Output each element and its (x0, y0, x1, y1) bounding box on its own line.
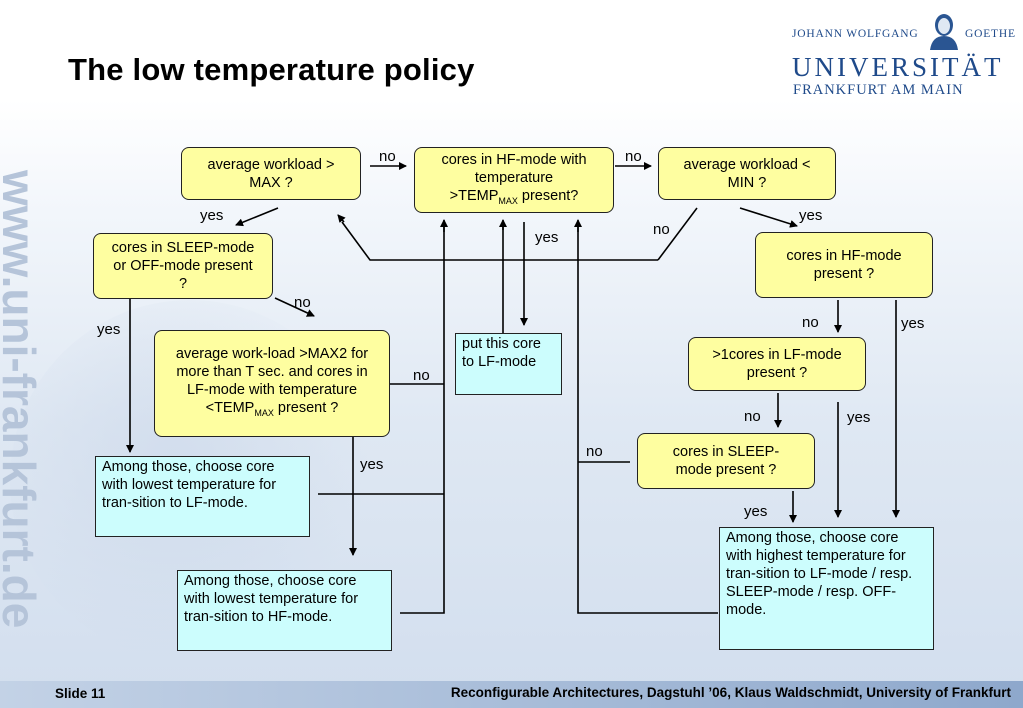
goethe-portrait-icon (930, 14, 958, 50)
edge-label-no: no (379, 148, 396, 165)
decision-avg-gt-max: average workload > MAX ? (181, 147, 361, 200)
decision-sleep-present: cores in SLEEP-mode present ? (637, 433, 815, 489)
decision-avg-max2-text: average work-load >MAX2 for more than T … (172, 345, 372, 422)
decision-sleep-present-text: cores in SLEEP-mode present ? (672, 444, 780, 478)
hf-temp-line2a: >TEMP (449, 187, 499, 204)
logo-line1-left: JOHANN WOLFGANG (792, 28, 919, 40)
decision-hf-present-text: cores in HF-mode present ? (786, 248, 902, 282)
action-lowest-lf: Among those, choose core with lowest tem… (95, 456, 310, 537)
edge-label-no: no (802, 314, 819, 331)
action-put-lf: put this core to LF-mode (455, 333, 562, 395)
avg-max2-line-a: average work-load >MAX2 for more than T … (175, 346, 369, 417)
decision-avg-lt-min: average workload < MIN ? (658, 147, 836, 200)
decision-avg-lt-min-text: average workload < MIN ? (683, 156, 811, 191)
slide-number: Slide 11 (55, 686, 106, 701)
slide-title: The low temperature policy (68, 52, 475, 87)
watermark-url: www.uni-frankfurt.de (0, 170, 45, 629)
avg-max2-line-b: present ? (273, 400, 339, 417)
hf-temp-sub: MAX (498, 195, 518, 206)
decision-avg-max2: average work-load >MAX2 for more than T … (154, 330, 390, 437)
action-lowest-hf: Among those, choose core with lowest tem… (177, 570, 392, 651)
university-logo: JOHANN WOLFGANG GOETHE UNIVERSITÄT FRANK… (790, 8, 1015, 100)
edge-label-no: no (625, 148, 642, 165)
decision-sleep-off: cores in SLEEP-mode or OFF-mode present … (93, 233, 273, 299)
footer-credit: Reconfigurable Architectures, Dagstuhl ’… (450, 685, 1011, 700)
edge-label-yes: yes (744, 503, 768, 520)
decision-avg-gt-max-text: average workload > MAX ? (207, 156, 335, 191)
logo-line3: FRANKFURT AM MAIN (793, 82, 964, 98)
edge-label-no: no (294, 294, 311, 311)
edge-label-no: no (744, 408, 761, 425)
edge-label-yes: yes (360, 456, 384, 473)
footer-bar: Slide 11 Reconfigurable Architectures, D… (0, 681, 1023, 708)
logo-line1-right: GOETHE (965, 28, 1016, 40)
decision-hf-temp-max-text: cores in HF-mode with temperature>TEMPMA… (424, 151, 604, 210)
decision-sleep-off-text: cores in SLEEP-mode or OFF-mode present … (111, 240, 255, 292)
hf-temp-line2b: present? (517, 187, 579, 204)
edge-label-yes: yes (535, 229, 559, 246)
edge-label-yes: yes (97, 321, 121, 338)
avg-max2-sub: MAX (254, 407, 274, 418)
decision-lf-gt1-text: >1cores in LF-mode present ? (712, 347, 842, 381)
edge-label-no: no (653, 221, 670, 238)
decision-hf-present: cores in HF-mode present ? (755, 232, 933, 298)
hf-temp-line1: cores in HF-mode with temperature (441, 151, 587, 186)
decision-lf-gt1: >1cores in LF-mode present ? (688, 337, 866, 391)
edge-label-yes: yes (901, 315, 925, 332)
edge-label-yes: yes (200, 207, 224, 224)
decision-hf-temp-max: cores in HF-mode with temperature>TEMPMA… (414, 147, 614, 213)
action-highest: Among those, choose core with highest te… (719, 527, 934, 650)
edge-label-no: no (413, 367, 430, 384)
edge-label-yes: yes (847, 409, 871, 426)
logo-line2: UNIVERSITÄT (792, 52, 1004, 82)
edge-label-no: no (586, 443, 603, 460)
edge-label-yes: yes (799, 207, 823, 224)
